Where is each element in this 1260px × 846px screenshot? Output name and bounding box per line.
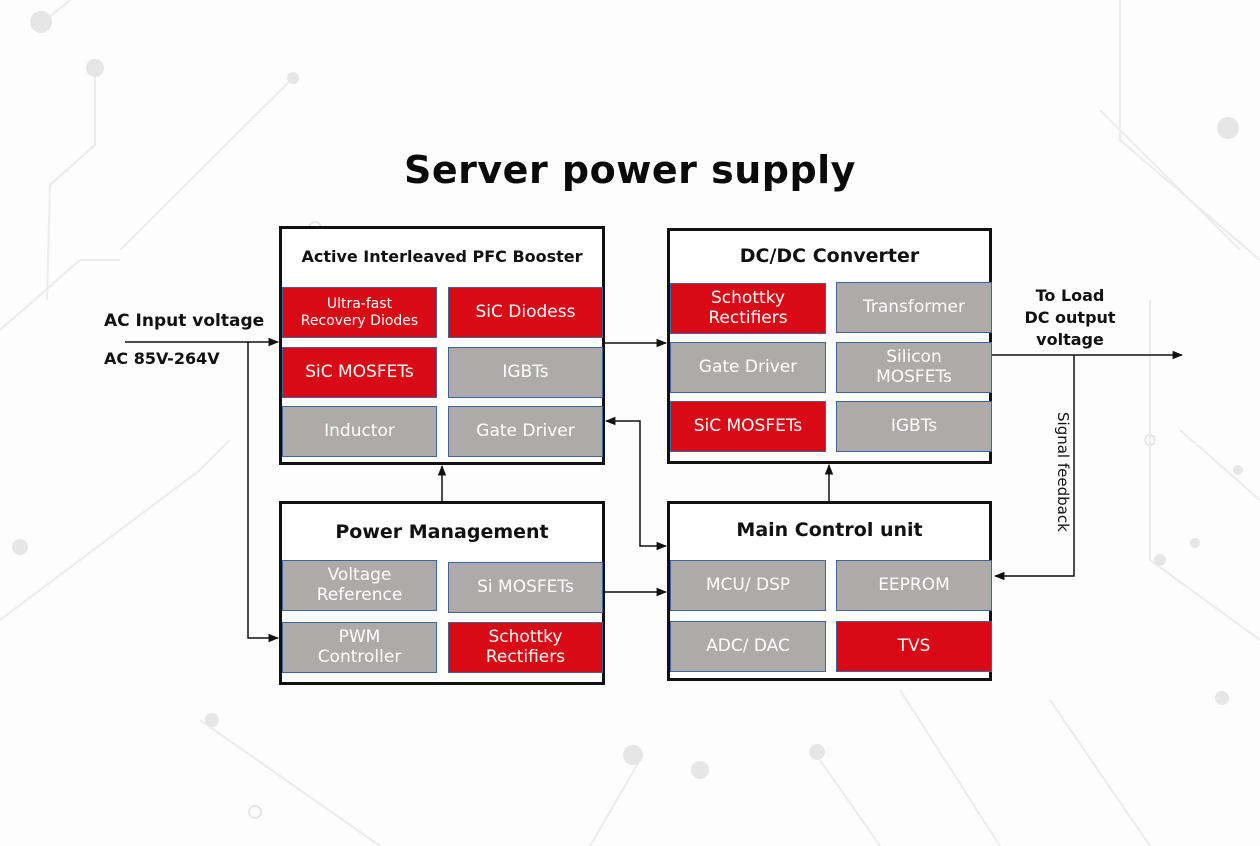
output-label-line3: voltage	[1036, 330, 1104, 349]
pfc-cell-sic-mosfets: SiC MOSFETs	[282, 347, 437, 398]
pfc-cell-ultrafast-diodes: Ultra-fast Recovery Diodes	[282, 287, 437, 338]
mcu-cell-tvs: TVS	[836, 621, 992, 672]
dcdc-cell-silicon-mosfets: Silicon MOSFETs	[836, 342, 992, 393]
mcu-cell-eeprom: EEPROM	[836, 560, 992, 611]
output-label: To Load DC output voltage	[1015, 285, 1125, 351]
pfc-cell-inductor: Inductor	[282, 406, 437, 457]
ac-input-label: AC Input voltage	[104, 311, 265, 331]
power-management-block: Power Management Voltage Reference Si MO…	[279, 501, 605, 685]
pm-cell-schottky-rectifiers: Schottky Rectifiers	[448, 622, 603, 673]
main-control-title: Main Control unit	[736, 519, 923, 541]
main-control-block: Main Control unit MCU/ DSP EEPROM ADC/ D…	[667, 501, 992, 681]
dcdc-cell-transformer: Transformer	[836, 282, 992, 333]
power-management-title: Power Management	[335, 521, 549, 543]
pm-cell-pwm-controller: PWM Controller	[282, 622, 437, 673]
mcu-cell-mcu-dsp: MCU/ DSP	[670, 560, 826, 611]
output-label-line2: DC output	[1024, 308, 1116, 327]
dcdc-converter-block: DC/DC Converter Schottky Rectifiers Tran…	[667, 228, 992, 464]
pfc-cell-sic-diodes: SiC Diodess	[448, 287, 603, 338]
dcdc-cell-sic-mosfets: SiC MOSFETs	[670, 401, 826, 452]
mcu-cell-adc-dac: ADC/ DAC	[670, 621, 826, 672]
page-title: Server power supply	[404, 148, 856, 192]
signal-feedback-label: Signal feedback	[1054, 412, 1072, 532]
ac-range-label: AC 85V-264V	[104, 349, 220, 368]
dcdc-cell-gate-driver: Gate Driver	[670, 342, 826, 393]
pm-cell-si-mosfets: Si MOSFETs	[448, 562, 603, 613]
pfc-booster-title: Active Interleaved PFC Booster	[301, 247, 583, 266]
dcdc-cell-igbts: IGBTs	[836, 401, 992, 452]
output-label-line1: To Load	[1035, 286, 1105, 305]
pfc-booster-block: Active Interleaved PFC Booster Ultra-fas…	[279, 226, 605, 465]
pfc-cell-gate-driver: Gate Driver	[448, 406, 603, 457]
dcdc-cell-schottky-rectifiers: Schottky Rectifiers	[670, 283, 826, 334]
dcdc-converter-title: DC/DC Converter	[739, 245, 920, 267]
pm-cell-voltage-reference: Voltage Reference	[282, 560, 437, 611]
pfc-cell-igbts: IGBTs	[448, 347, 603, 398]
